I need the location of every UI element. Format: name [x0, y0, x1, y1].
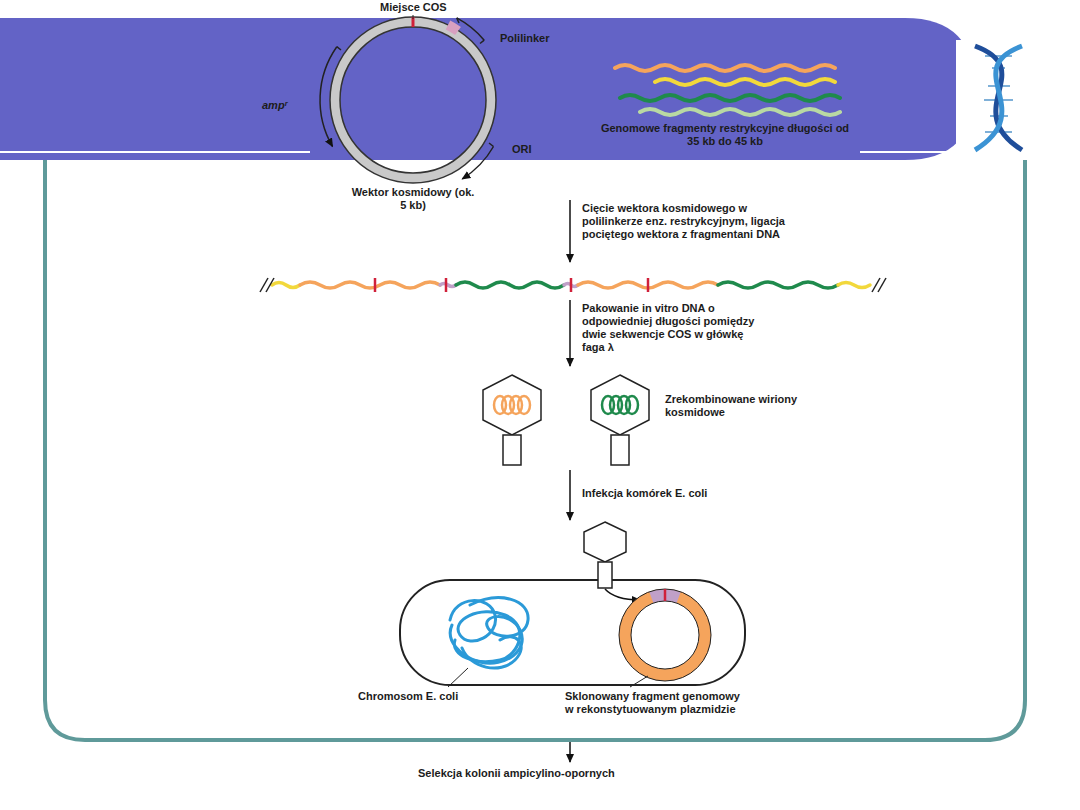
- packaged-dna: [602, 396, 638, 414]
- genomic-fragments: [615, 65, 840, 115]
- ori-arrow: [462, 143, 493, 179]
- dna-icon: [956, 40, 1042, 155]
- header-rule: [0, 151, 310, 153]
- ecoli-chromosome: [462, 637, 521, 668]
- break-mark: [266, 278, 274, 292]
- cos-site: [570, 278, 573, 292]
- polylinker-bracket: [457, 18, 485, 40]
- phage-virion: [591, 375, 649, 435]
- part-label: Sklonowany fragment genomowy w rekonstyt…: [565, 690, 743, 716]
- infecting-phage: [584, 522, 626, 562]
- break-mark: [260, 278, 886, 292]
- gene-label: ampʳ: [262, 99, 288, 112]
- result-label: Selekcja kolonii ampicylino-opornych: [418, 767, 615, 780]
- polylinker-bracket: [457, 18, 485, 44]
- cos-site: [445, 278, 448, 292]
- cos-site: [375, 278, 648, 292]
- injection-arrow: [605, 589, 640, 600]
- step-label: Cięcie wektora kosmidowego w polilinkerz…: [582, 202, 797, 241]
- genomic-fragments: [615, 65, 835, 71]
- infecting-phage: [598, 562, 612, 588]
- vector-label: Wektor kosmidowy (ok. 5 kb): [348, 186, 478, 212]
- ori-arrow: [462, 147, 493, 179]
- ecoli-cell: [400, 580, 745, 685]
- part-label: Polilinker: [500, 32, 550, 45]
- step-label: Infekcja komórek E. coli: [582, 487, 707, 500]
- recombinant-plasmid: [619, 589, 711, 681]
- ori-arrow: [489, 143, 494, 147]
- packaged-dna: [626, 396, 638, 414]
- frame: [45, 160, 1025, 740]
- virion-label: Zrekombinowane wiriony kosmidowe: [665, 393, 825, 419]
- recombinant-plasmid: [619, 589, 711, 681]
- site-label: Miejsce COS: [380, 1, 447, 14]
- cosmid-vector: [335, 22, 491, 178]
- ecoli-chromosome: [450, 598, 528, 668]
- phage-virion: [483, 375, 541, 435]
- packaged-dna: [494, 396, 638, 414]
- part-label: ORI: [512, 143, 532, 156]
- polylinker-bracket: [480, 40, 484, 43]
- part-label: Chromosom E. coli: [358, 690, 458, 703]
- cosmid-vector: [340, 27, 486, 173]
- concatemer: [440, 284, 456, 287]
- amp-gene-arrow: [320, 47, 337, 147]
- genomic-fragments: [655, 79, 835, 85]
- amp-gene-arrow: [337, 47, 341, 50]
- leader-line: [413, 15, 414, 19]
- recombinant-plasmid: [631, 601, 699, 669]
- concatemer: [718, 282, 838, 288]
- step-arrow: [569, 300, 571, 366]
- concatemer: [272, 283, 300, 288]
- concatemer: [300, 282, 440, 288]
- dna-icon: [975, 46, 1022, 150]
- cos-site: [374, 278, 377, 292]
- packaged-dna: [518, 396, 530, 414]
- concatemer: [456, 282, 564, 288]
- step-label: Pakowanie in vitro DNA o odpowiedniej dł…: [582, 302, 767, 354]
- step-arrow: [569, 200, 571, 262]
- concatemer: [838, 283, 870, 288]
- ecoli-cell: [400, 580, 745, 685]
- header-rule: [860, 151, 955, 153]
- phage-virion: [611, 435, 629, 465]
- cosmid-vector: [330, 17, 496, 183]
- step-arrow: [569, 742, 571, 762]
- genomic-fragments: [620, 95, 840, 101]
- step-arrow: [569, 470, 571, 520]
- amp-gene-arrow: [320, 47, 341, 147]
- leader-line: [448, 668, 468, 687]
- genomic-fragments: [640, 109, 840, 115]
- cosmid-vector: [448, 25, 458, 31]
- ecoli-chromosome: [450, 598, 528, 663]
- polylinker-bracket: [457, 18, 459, 23]
- phage-virion: [483, 375, 649, 465]
- dna-icon: [975, 46, 1022, 150]
- fragments-label: Genomowe fragmenty restrykcyjne długości…: [595, 122, 855, 148]
- infecting-phage: [584, 522, 626, 588]
- cos-site: [647, 278, 650, 292]
- break-mark: [878, 278, 886, 292]
- cosmid-vector: [330, 17, 496, 183]
- dna-icon: [956, 40, 1042, 155]
- phage-virion: [503, 435, 521, 465]
- recombinant-plasmid: [664, 589, 667, 601]
- recombinant-plasmid: [625, 595, 705, 675]
- leader-line: [630, 676, 648, 687]
- packaged-dna: [494, 396, 530, 414]
